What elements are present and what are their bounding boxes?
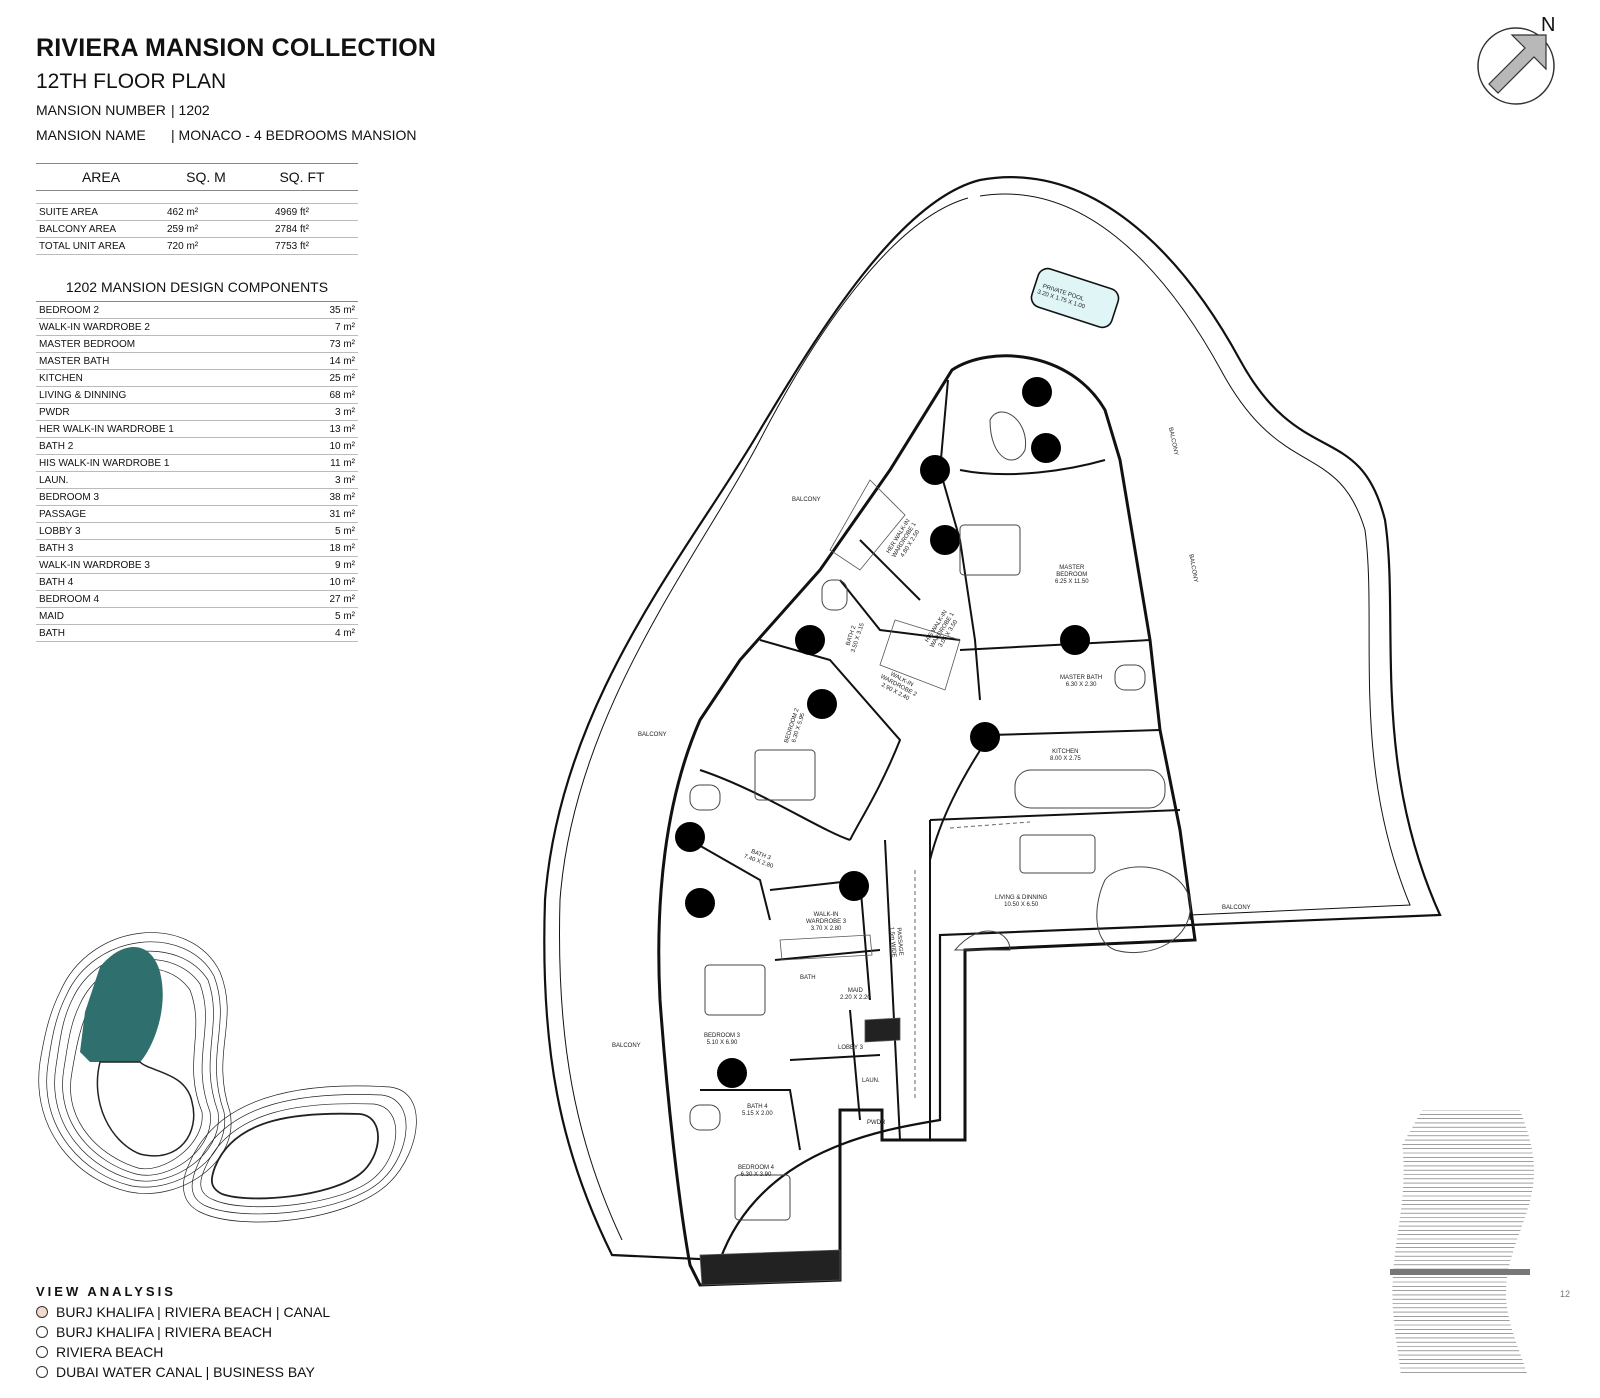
legend-dot-icon (36, 1306, 48, 1318)
area-header-sqft: SQ. FT (279, 169, 325, 185)
private-pool (1030, 267, 1120, 329)
laundry-label: LAUN. (862, 1078, 880, 1084)
view-analysis-title: VIEW ANALYSIS (36, 1284, 176, 1299)
bath-small-label: BATH (800, 975, 816, 981)
balcony-label: BALCONY (638, 732, 667, 738)
furniture (689, 411, 1191, 1221)
mansion-name-label: MANSION NAME (36, 127, 146, 143)
legend-dot-icon (36, 1366, 48, 1378)
key-plan-highlight (80, 947, 163, 1062)
table-row: SUITE AREA 462 m² 4969 ft² (36, 204, 358, 221)
lobby-3-label: LOBBY 3 (838, 1045, 863, 1051)
table-row: LAUN.3 m² (36, 472, 358, 489)
area-table: AREA SQ. M SQ. FT SUITE AREA 462 m² 4969… (36, 163, 358, 255)
elevation-floor-number: 12 (1560, 1289, 1571, 1299)
balcony-label: BALCONY (1222, 905, 1251, 911)
passage-label: PASSAGE 1.5m WIDE (888, 926, 904, 958)
kitchen-label: KITCHEN 8.00 X 2.75 (1050, 749, 1081, 762)
balcony-outline (543, 176, 1442, 1262)
legend-dot-icon (36, 1326, 48, 1338)
maid-label: MAID 2.20 X 2.20 (840, 988, 871, 1001)
master-bath-label: MASTER BATH 6.30 X 2.30 (1060, 675, 1103, 688)
mansion-name-value: | MONACO - 4 BEDROOMS MANSION (171, 127, 417, 143)
table-row: TOTAL UNIT AREA 720 m² 7753 ft² (36, 238, 358, 255)
table-row: BALCONY AREA 259 m² 2784 ft² (36, 221, 358, 238)
view-analysis-item: BURJ KHALIFA | RIVIERA BEACH (36, 1324, 272, 1340)
mansion-number-value: | 1202 (171, 102, 210, 118)
living-dinning-label: LIVING & DINNING 10.50 X 6.50 (995, 895, 1048, 908)
view-analysis-item: BURJ KHALIFA | RIVIERA BEACH | CANAL (36, 1304, 330, 1320)
view-point-markers (675, 377, 1090, 1088)
area-table-header: AREA SQ. M SQ. FT (36, 164, 358, 191)
floor-plan-subtitle: 12TH FLOOR PLAN (36, 70, 227, 93)
balcony-label: BALCONY (612, 1043, 641, 1049)
area-header-sqm: SQ. M (186, 169, 226, 185)
mansion-name: MANSION NAME | MONACO - 4 BEDROOMS MANSIO… (36, 127, 417, 143)
balcony-inner-outline (979, 193, 1411, 920)
mansion-number-label: MANSION NUMBER (36, 102, 166, 118)
legend-dot-icon (36, 1346, 48, 1358)
view-analysis-item: DUBAI WATER CANAL | BUSINESS BAY (36, 1364, 315, 1380)
components-title: 1202 MANSION DESIGN COMPONENTS (65, 279, 329, 295)
wardrobe-3-label: WALK-IN WARDROBE 3 3.70 X 2.80 (806, 912, 847, 932)
balcony-label: BALCONY (792, 497, 821, 503)
building-elevation (1390, 1110, 1534, 1373)
area-header-area: AREA (81, 169, 121, 185)
page-title: RIVIERA MANSION COLLECTION (36, 34, 437, 62)
master-bedroom-label: MASTER BEDROOM 6.25 X 11.50 (1055, 565, 1089, 585)
north-label: N (1541, 14, 1556, 36)
powder-room-label: PWDR (867, 1120, 886, 1126)
wardrobe-hatching (699, 479, 961, 1286)
bath-4-label: BATH 4 5.15 X 2.00 (742, 1104, 773, 1117)
interior-outline (657, 354, 1197, 1287)
key-plan (38, 932, 417, 1223)
bedroom-3-label: BEDROOM 3 5.10 X 6.90 (704, 1033, 741, 1046)
north-arrow-icon (1477, 27, 1555, 105)
room-partitions (689, 379, 1196, 1151)
bedroom-4-label: BEDROOM 4 6.30 X 3.90 (738, 1165, 775, 1178)
mansion-number: MANSION NUMBER | 1202 (36, 102, 210, 118)
view-analysis-item: RIVIERA BEACH (36, 1344, 163, 1360)
